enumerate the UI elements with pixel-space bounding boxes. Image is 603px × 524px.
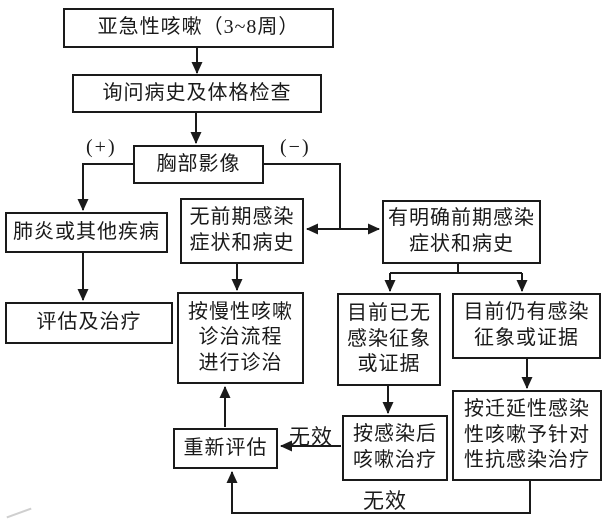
edge-label-negative: (−) bbox=[280, 136, 311, 158]
node-chest-imaging: 胸部影像 bbox=[133, 145, 264, 184]
node-assess-treat: 评估及治疗 bbox=[5, 302, 173, 344]
node-persistent-infection-treatment: 按迁延性感染 性咳嗽予针对 性抗感染治疗 bbox=[452, 390, 602, 481]
node-post-infection-treatment: 按感染后 咳嗽治疗 bbox=[342, 415, 448, 481]
node-subacute-cough: 亚急性咳嗽（3~8周） bbox=[63, 8, 334, 48]
node-no-current-infection: 目前已无 感染征象 或证据 bbox=[337, 293, 441, 386]
line-imaging-negative bbox=[264, 163, 341, 229]
node-chronic-cough-protocol: 按慢性咳嗽 诊治流程 进行诊治 bbox=[177, 292, 304, 384]
node-pneumonia-other: 肺炎或其他疾病 bbox=[5, 212, 168, 253]
edge-label-ineffective-bottom: 无效 bbox=[363, 489, 407, 513]
node-current-infection: 目前仍有感染 征象或证据 bbox=[452, 293, 601, 359]
arrow-persistent-loop-to-reassess bbox=[226, 471, 531, 514]
arrow-imaging-positive bbox=[77, 163, 133, 211]
line-clearprior-split bbox=[390, 264, 522, 274]
node-reassess: 重新评估 bbox=[173, 428, 278, 469]
edge-label-ineffective-mid: 无效 bbox=[289, 425, 333, 449]
node-no-prior-infection: 无前期感染 症状和病史 bbox=[180, 198, 304, 264]
node-history-exam: 询问病史及体格检查 bbox=[72, 74, 322, 113]
node-clear-prior-infection: 有明确前期感染 症状和病史 bbox=[382, 200, 541, 264]
edge-label-positive: (+) bbox=[86, 136, 117, 158]
